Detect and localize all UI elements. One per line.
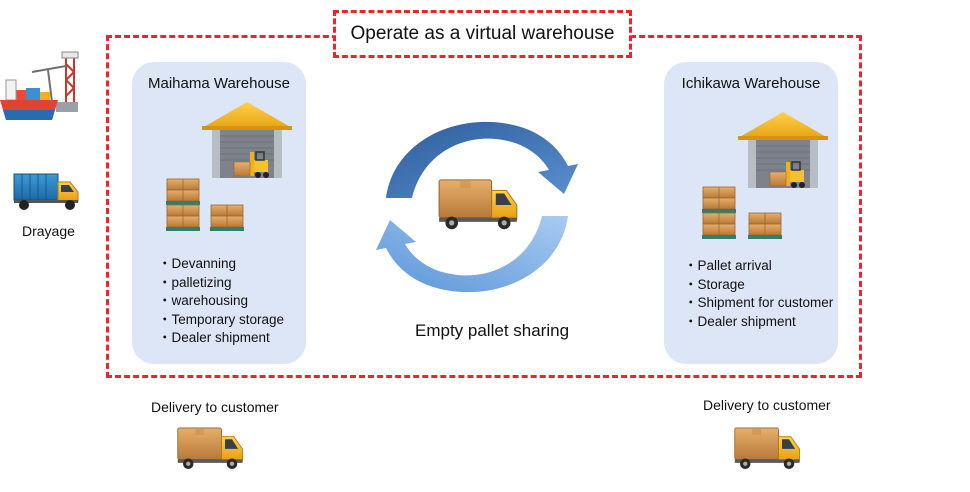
pallet-boxes-icon — [702, 212, 736, 240]
delivery-left-label: Delivery to customer — [151, 399, 279, 415]
ichikawa-warehouse-panel: Ichikawa Warehouse Pallet arrival Storag… — [664, 62, 838, 364]
ichikawa-task-list: Pallet arrival Storage Shipment for cust… — [688, 257, 834, 332]
delivery-right-label: Delivery to customer — [703, 397, 831, 413]
pallet-boxes-icon — [166, 178, 200, 206]
list-item: palletizing — [162, 274, 284, 293]
maihama-warehouse-panel: Maihama Warehouse Devanning palletizing … — [132, 62, 306, 364]
list-item: warehousing — [162, 292, 284, 311]
pallet-boxes-icon — [210, 204, 244, 232]
pallet-boxes-icon — [702, 186, 736, 214]
warehouse-icon — [202, 100, 292, 180]
cycle-arrows-icon — [368, 102, 586, 312]
ichikawa-warehouse-title: Ichikawa Warehouse — [681, 75, 821, 92]
diagram-title: Operate as a virtual warehouse — [333, 10, 632, 58]
warehouse-icon — [738, 110, 828, 190]
container-truck-icon — [12, 170, 82, 212]
pallet-boxes-icon — [166, 204, 200, 232]
delivery-truck-icon — [733, 425, 803, 471]
list-item: Dealer shipment — [162, 329, 284, 348]
list-item: Pallet arrival — [688, 257, 833, 276]
list-item: Dealer shipment — [688, 313, 833, 332]
pallet-boxes-icon — [748, 212, 782, 240]
ship-crane-icon — [0, 50, 82, 132]
list-item: Shipment for customer — [688, 294, 834, 313]
drayage-label: Drayage — [22, 223, 75, 239]
list-item: Temporary storage — [162, 311, 285, 330]
maihama-task-list: Devanning palletizing warehousing Tempor… — [162, 255, 285, 348]
maihama-warehouse-title: Maihama Warehouse — [147, 75, 290, 92]
delivery-truck-icon — [437, 176, 521, 232]
list-item: Storage — [688, 276, 833, 295]
list-item: Devanning — [162, 255, 284, 274]
empty-pallet-sharing-label: Empty pallet sharing — [415, 321, 570, 340]
delivery-truck-icon — [176, 425, 246, 471]
